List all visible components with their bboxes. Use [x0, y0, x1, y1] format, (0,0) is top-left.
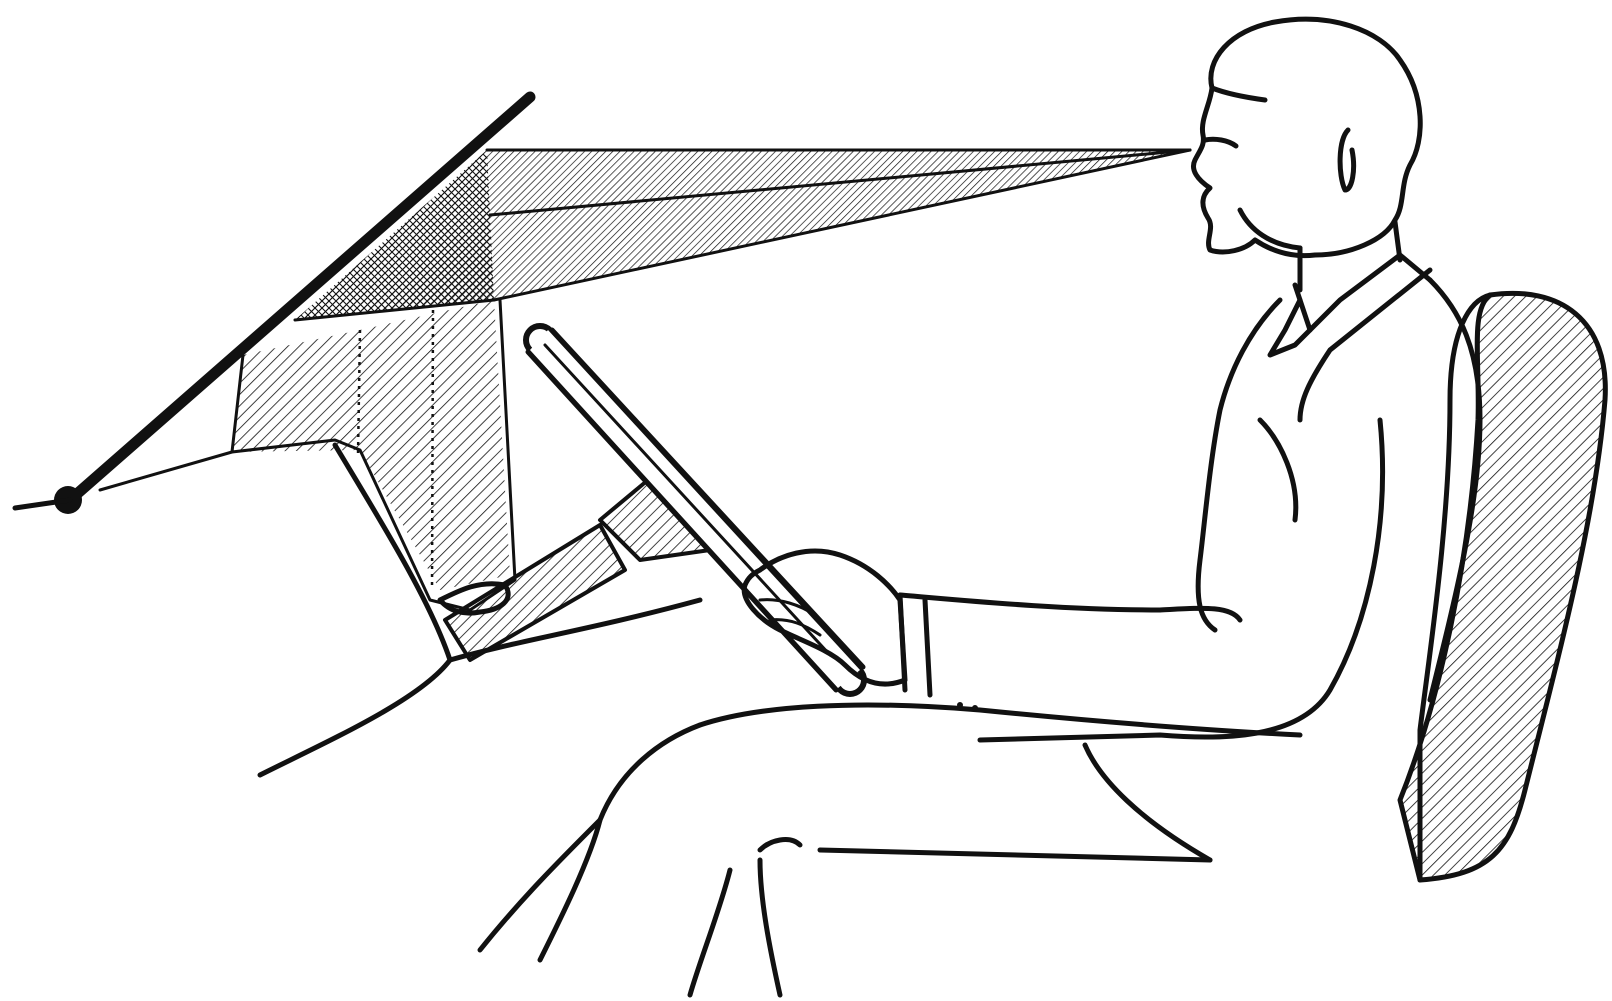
driver-collar: [1295, 255, 1430, 330]
dashboard: [100, 300, 515, 610]
driver-jacket-front: [1198, 300, 1280, 630]
floor-line: [480, 820, 600, 950]
seat: [1400, 293, 1605, 880]
driver-cuff-button-2: [972, 705, 978, 711]
driver-head: [1193, 19, 1420, 255]
driver-sleeve: [900, 595, 1240, 620]
windshield-overlap-crosshatch: [295, 150, 494, 320]
driver-thigh-crease: [1085, 745, 1210, 860]
car-body: [480, 820, 600, 950]
steering-wheel-rim-edge-2: [528, 352, 836, 690]
dashboard-right-panel: [360, 300, 510, 590]
steering-wheel: [526, 326, 864, 694]
steering-wheel-rim-edge-1: [552, 330, 863, 667]
sight-cone: [295, 150, 1190, 320]
driver-cuff-button-1: [957, 702, 963, 708]
driver-lapel: [1300, 270, 1430, 420]
driver-jacket-seam: [1260, 420, 1296, 520]
driver-seat-edge: [820, 850, 1210, 860]
driver-ear: [1340, 130, 1354, 190]
driver-trouser-crease: [760, 840, 800, 850]
seat-back: [1400, 293, 1605, 880]
driver-hair-line: [1212, 88, 1265, 100]
driver-lower-leg: [690, 860, 780, 995]
driver-upper-arm: [980, 420, 1383, 740]
driver-thigh-top: [700, 705, 1300, 735]
driver-eye: [1205, 139, 1236, 146]
driver-knee: [540, 725, 700, 960]
steering-wheel-highlight: [545, 345, 830, 655]
